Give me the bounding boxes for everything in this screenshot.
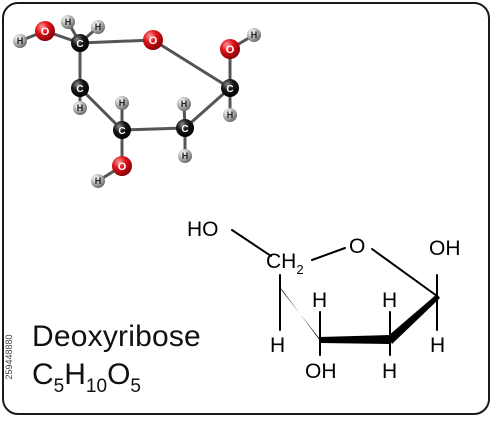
hydrogen-atom: H (223, 108, 237, 122)
svg-text:O: O (41, 26, 50, 38)
svg-text:O: O (226, 44, 235, 56)
bond (151, 38, 232, 90)
carbon-atoms: C C C C C (71, 34, 239, 139)
stock-id: 259448880 (4, 334, 14, 380)
svg-text:C: C (76, 39, 83, 50)
hydrogen-atom: H (178, 149, 192, 163)
h-bottom-label: H (382, 360, 397, 383)
svg-text:H: H (181, 99, 188, 109)
bond (311, 247, 346, 261)
h-inner-right-label: H (382, 289, 397, 312)
svg-text:C: C (118, 126, 125, 137)
bond (78, 38, 155, 45)
h-left-label: H (270, 334, 285, 357)
bond (78, 86, 124, 132)
bond (371, 248, 438, 297)
image-frame (2, 2, 490, 415)
svg-text:H: H (77, 103, 84, 113)
svg-text:H: H (119, 98, 126, 108)
oxygen-atom: O (220, 39, 240, 59)
molecular-formula: C5H10O5 (32, 358, 141, 397)
hydrogen-atom: H (247, 28, 261, 42)
h-right-label: H (430, 334, 445, 357)
oxygen-atoms: O O O O (35, 21, 240, 176)
svg-text:H: H (65, 17, 72, 27)
oxygen-atom: O (35, 21, 55, 41)
svg-text:C: C (181, 124, 188, 135)
svg-text:H: H (95, 176, 102, 186)
carbon-atom: C (71, 34, 89, 52)
oxygen-atom: O (143, 30, 163, 50)
bold-bond (319, 335, 391, 344)
svg-text:H: H (95, 22, 102, 32)
hydrogen-atoms: H H H H H H H H H H (13, 15, 261, 188)
oxygen-atom: O (112, 156, 132, 176)
svg-text:H: H (227, 110, 234, 120)
carbon-atom: C (221, 79, 239, 97)
h-inner-left-label: H (312, 289, 327, 312)
svg-text:H: H (17, 36, 24, 46)
ring-oxygen-label: O (349, 235, 365, 258)
hydrogen-atom: H (177, 97, 191, 111)
svg-text:C: C (76, 84, 83, 95)
compound-name: Deoxyribose (32, 320, 201, 353)
oh-right-label: OH (429, 237, 461, 260)
ho-top-label: HO (187, 218, 219, 241)
hydrogen-atom: H (61, 15, 75, 29)
svg-text:H: H (251, 30, 258, 40)
svg-text:O: O (149, 35, 158, 47)
carbon-atom: C (176, 119, 194, 137)
hydrogen-atom: H (73, 101, 87, 115)
hydrogen-atom: H (115, 96, 129, 110)
carbon-atom: C (113, 121, 131, 139)
ch2-label: CH2 (266, 250, 304, 277)
carbon-atom: C (71, 79, 89, 97)
oh-bottom-label: OH (305, 360, 337, 383)
hydrogen-atom: H (91, 174, 105, 188)
bond (183, 86, 232, 130)
svg-text:C: C (226, 84, 233, 95)
svg-text:O: O (118, 161, 127, 173)
hydrogen-atom: H (91, 20, 105, 34)
hydrogen-atom: H (13, 34, 27, 48)
bond (120, 126, 187, 132)
svg-text:H: H (182, 151, 189, 161)
wedge-bond (388, 294, 440, 344)
bond (231, 229, 272, 257)
